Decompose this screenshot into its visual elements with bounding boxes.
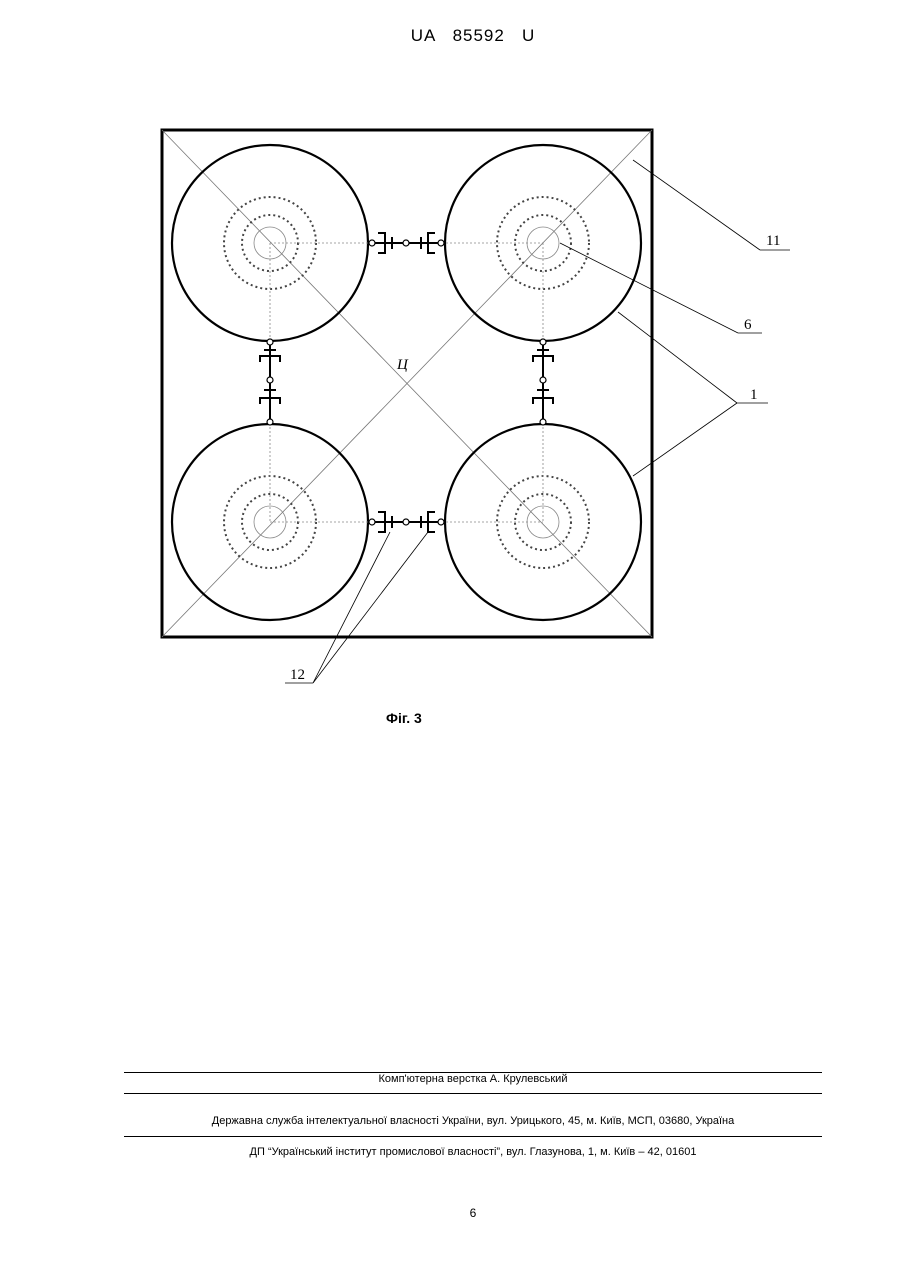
coupling-bottom — [369, 512, 444, 532]
coupling-joint — [267, 377, 273, 383]
frame-11 — [162, 130, 652, 637]
coupling-joint — [403, 519, 409, 525]
footer-rule-bottom — [124, 1136, 822, 1137]
figure-caption: Фіг. 3 — [386, 710, 422, 726]
coupling-top — [369, 233, 444, 253]
footer-layout-credit: Комп'ютерна верстка А. Крулевський — [124, 1073, 822, 1085]
coupling-joint — [267, 339, 273, 345]
coupling-joint — [540, 377, 546, 383]
coupling-joint — [267, 419, 273, 425]
callout-6: 6 — [560, 243, 762, 333]
callout-11: 11 — [633, 160, 790, 250]
footer-institute: ДП “Український інститут промислової вла… — [124, 1146, 822, 1158]
center-label: Ц — [396, 357, 409, 373]
coupling-joint — [540, 339, 546, 345]
page-number: 6 — [0, 1206, 901, 1220]
callout-1: 1 — [618, 312, 768, 476]
coupling-joint — [369, 240, 375, 246]
callout-1-label: 1 — [750, 387, 758, 403]
coupling-joint — [369, 519, 375, 525]
coupling-joint — [438, 519, 444, 525]
coupling-joint — [540, 419, 546, 425]
callout-6-label: 6 — [744, 317, 752, 333]
coupling-joint — [438, 240, 444, 246]
coupling-left — [260, 339, 280, 425]
callout-12-label: 12 — [290, 667, 305, 683]
coupling-joint — [403, 240, 409, 246]
footer-rule-middle — [124, 1093, 822, 1094]
callout-11-label: 11 — [766, 233, 780, 249]
coupling-right — [533, 339, 553, 425]
callout-12: 12 — [285, 532, 428, 683]
footer-agency: Державна служба інтелектуальної власност… — [124, 1115, 822, 1127]
